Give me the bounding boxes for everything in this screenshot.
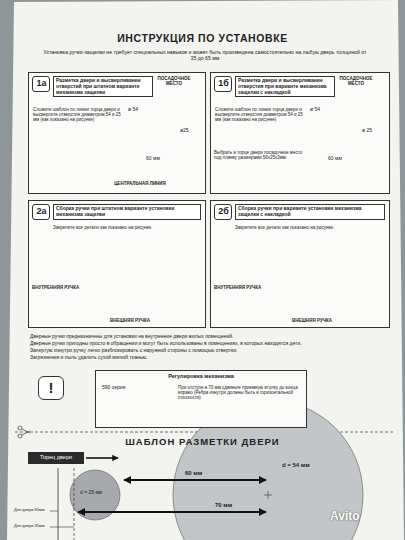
step-number: 1б	[214, 76, 232, 92]
node-text: 2а	[33, 206, 50, 216]
instruction-note: Выбрать в торце двери посадочное место п…	[214, 150, 309, 160]
node-text: Разметка двери и высверливание отверстия…	[235, 76, 335, 97]
dimension: ø 54	[128, 107, 138, 113]
door-thickness-label: Для двери 65мм	[14, 508, 44, 513]
step-number: 1а	[32, 76, 50, 92]
part-label: ВНЕШНЯЯ РУЧКА	[292, 318, 332, 323]
node-text: При отступе в 70 мм сдвиньте приемную вт…	[178, 385, 302, 401]
intro-note: Установка ручки-защелки не требует специ…	[40, 50, 370, 62]
usage-note: Загрязнения и пыль удалить сухой мягкой …	[30, 355, 390, 361]
part-label: ВНУТРЕННЯЯ РУЧКА	[32, 285, 79, 290]
node-text: Регулировка механизма	[96, 373, 306, 379]
dimension: ø 25	[362, 128, 372, 134]
sheet-title: ИНСТРУКЦИЯ ПО УСТАНОВКЕ	[0, 32, 405, 44]
node-text: Торец двери	[28, 454, 84, 460]
step-panel: 1аРазметка двери и высверливание отверст…	[28, 72, 206, 194]
node-text: Закрепите все детали как показано на рис…	[53, 225, 201, 230]
watermark: Avito	[330, 510, 360, 524]
node-text: 2б	[215, 206, 232, 216]
adjustment-box: Регулировка механизма 590 серия При отступ…	[95, 370, 307, 428]
node-text: 590 серия	[102, 385, 162, 391]
step-number: 2а	[32, 204, 50, 220]
dimension: 60 мм	[185, 470, 202, 477]
usage-note: Запертую изнутри ручку легко разблокиров…	[30, 348, 390, 354]
node-text: Сборка ручки при варианте установки меха…	[235, 204, 385, 220]
part-label: ПОСАДОЧНОЕ МЕСТО	[332, 76, 380, 86]
usage-note: Дверные ручки предназначены для установк…	[30, 334, 390, 340]
warning-sign: !	[38, 376, 64, 400]
door-thickness-label: Для двери 35мм	[14, 524, 44, 529]
node-text: 1а	[33, 78, 50, 88]
line-label: ЦЕНТРАЛЬНАЯ ЛИНИЯ	[108, 181, 172, 186]
dimension: 60 мм	[146, 156, 160, 162]
step-panel: 2аСборка ручки при штатном варианте уста…	[28, 200, 206, 328]
node-text: Сложите шаблон по линии торца двери и вы…	[215, 107, 307, 123]
node-text: Разметка двери и высверливание отверстий…	[53, 76, 153, 97]
node-text: Закрепите все детали как показано на рис…	[235, 225, 385, 230]
dimension: ø25	[180, 128, 189, 134]
step-panel: 2бСборка ручки при варианте установки ме…	[210, 200, 390, 328]
part-label: ВНУТРЕННЯЯ РУЧКА	[214, 285, 261, 290]
node-text: Сборка ручки при штатном варианте устано…	[53, 204, 201, 220]
step-number: 2б	[214, 204, 232, 220]
node-text: 1б	[215, 78, 232, 88]
dimension: 60 мм	[328, 156, 342, 162]
door-edge-tag: Торец двери	[28, 452, 84, 464]
template-heading: ШАБЛОН РАЗМЕТКИ ДВЕРИ	[0, 437, 405, 448]
dimension: d = 54 мм	[282, 462, 310, 469]
node-text: Сложите шаблон по линии торца двери и вы…	[33, 107, 125, 123]
dimension: d = 25 мм	[80, 490, 102, 496]
dimension: 70 мм	[215, 502, 232, 509]
part-label: ВНЕШНЯЯ РУЧКА	[110, 318, 150, 323]
part-label: ПОСАДОЧНОЕ МЕСТО	[150, 76, 198, 86]
node-text: !	[39, 379, 63, 396]
usage-note: Дверные ручки пригодны просто в обращени…	[30, 341, 390, 347]
dimension: ø 54	[310, 107, 320, 113]
